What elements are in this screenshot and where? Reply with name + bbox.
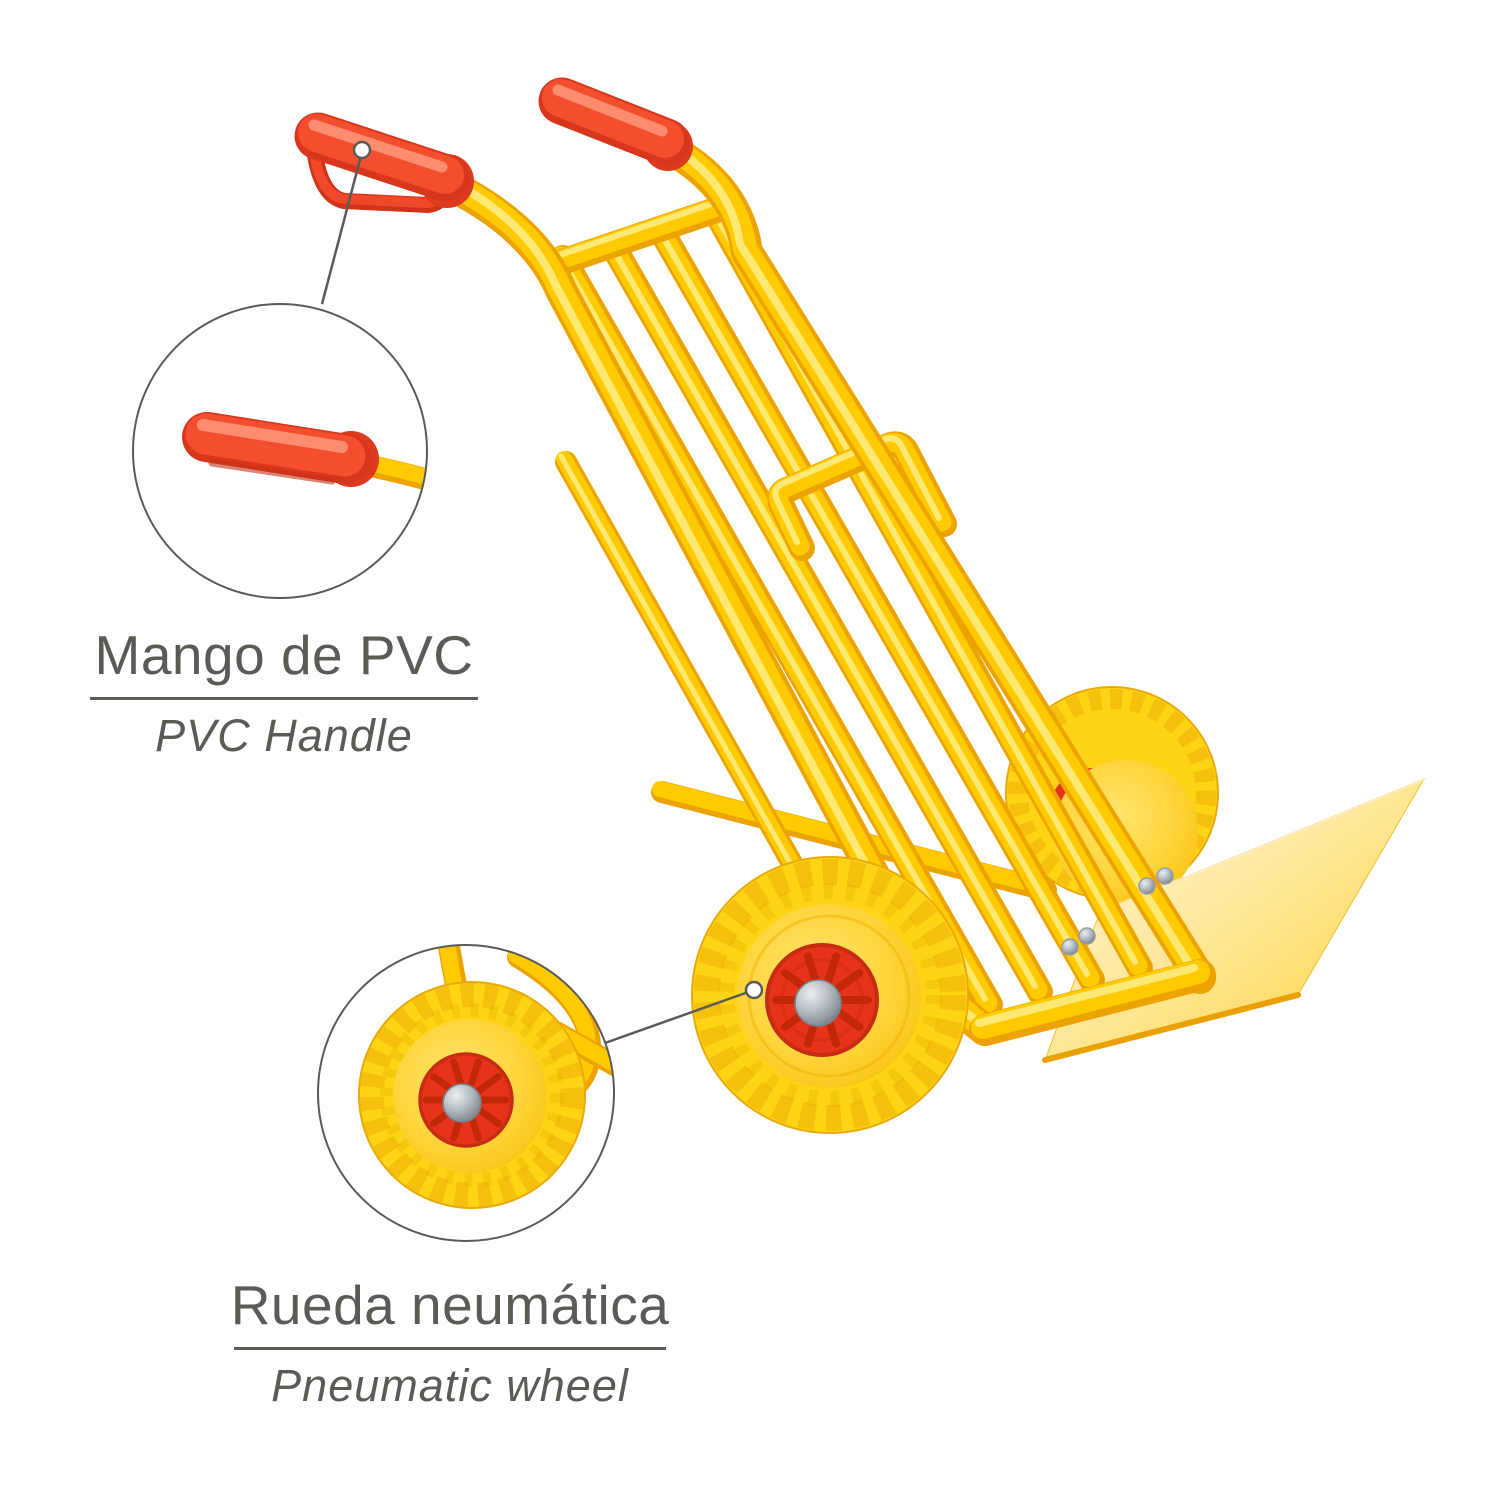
callout-wheel-underline [234,1347,666,1350]
wheel-detail-callout [317,934,764,1242]
callout-wheel-subtitle: Pneumatic wheel [271,1360,629,1411]
front-wheel [691,856,969,1134]
callout-handle-underline [90,697,478,700]
hand-truck [313,90,1426,1134]
handle-detail-callout [132,140,428,599]
left-pvc-handle [313,125,474,208]
callout-wheel-title: Rueda neumática [230,1274,670,1336]
wheel-marker-dot-icon [744,980,764,1000]
front-hub-spokes [772,952,872,1048]
handle-detail-content [203,425,428,487]
right-pvc-handle [558,90,693,171]
callout-handle-title: Mango de PVC [94,624,474,686]
front-wheel-axle-cap [794,979,842,1027]
wheel-detail-content [358,934,620,1209]
handle-leader-line [320,151,364,305]
callout-wheel: Rueda neumática Pneumatic wheel [200,1272,700,1408]
wheel-leader-line [604,988,755,1045]
hinge-bolts [1061,867,1174,956]
callout-handle-subtitle: PVC Handle [155,710,413,761]
wheel-magnifier-circle [317,944,615,1242]
handle-marker-dot-icon [352,140,372,160]
callout-handle: Mango de PVC PVC Handle [34,622,534,758]
handle-magnifier-circle [132,303,428,599]
